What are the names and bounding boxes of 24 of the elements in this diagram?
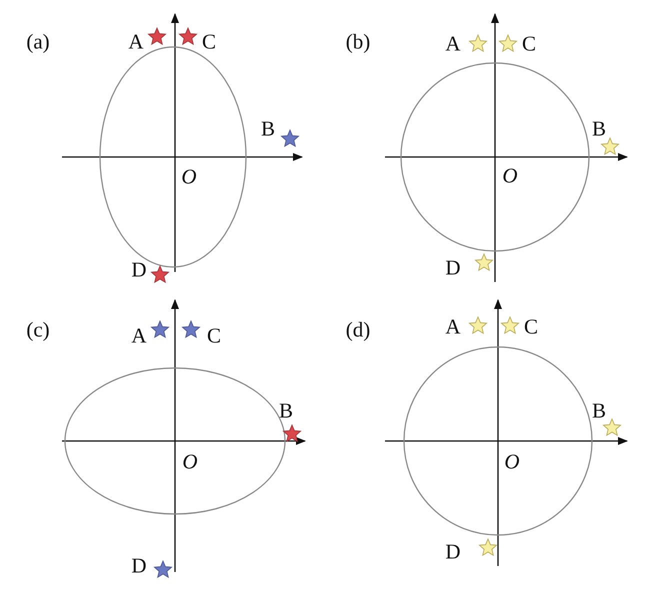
panel-label: (d) bbox=[346, 320, 370, 340]
point-label: B bbox=[592, 118, 606, 140]
point-label: C bbox=[524, 316, 538, 338]
point-label: C bbox=[522, 34, 536, 54]
point-label: C bbox=[202, 32, 216, 52]
origin-label: O bbox=[182, 452, 198, 472]
origin-label: O bbox=[502, 166, 518, 186]
point-label: A bbox=[445, 34, 461, 54]
point-label: D bbox=[131, 556, 147, 576]
point-label: C bbox=[207, 326, 221, 346]
point-label: A bbox=[128, 32, 144, 52]
point-label: D bbox=[445, 258, 461, 278]
panel-label: (c) bbox=[26, 320, 50, 340]
origin-label: O bbox=[181, 166, 197, 188]
point-label: B bbox=[261, 118, 275, 140]
origin-label: O bbox=[504, 452, 520, 472]
panel-label: (a) bbox=[26, 32, 50, 52]
point-label: A bbox=[445, 316, 461, 338]
point-label: A bbox=[131, 326, 147, 346]
point-label: B bbox=[592, 400, 606, 422]
point-label: D bbox=[131, 260, 147, 280]
panel-label: (b) bbox=[346, 32, 370, 52]
point-label: B bbox=[279, 400, 293, 422]
point-label: D bbox=[445, 542, 461, 562]
